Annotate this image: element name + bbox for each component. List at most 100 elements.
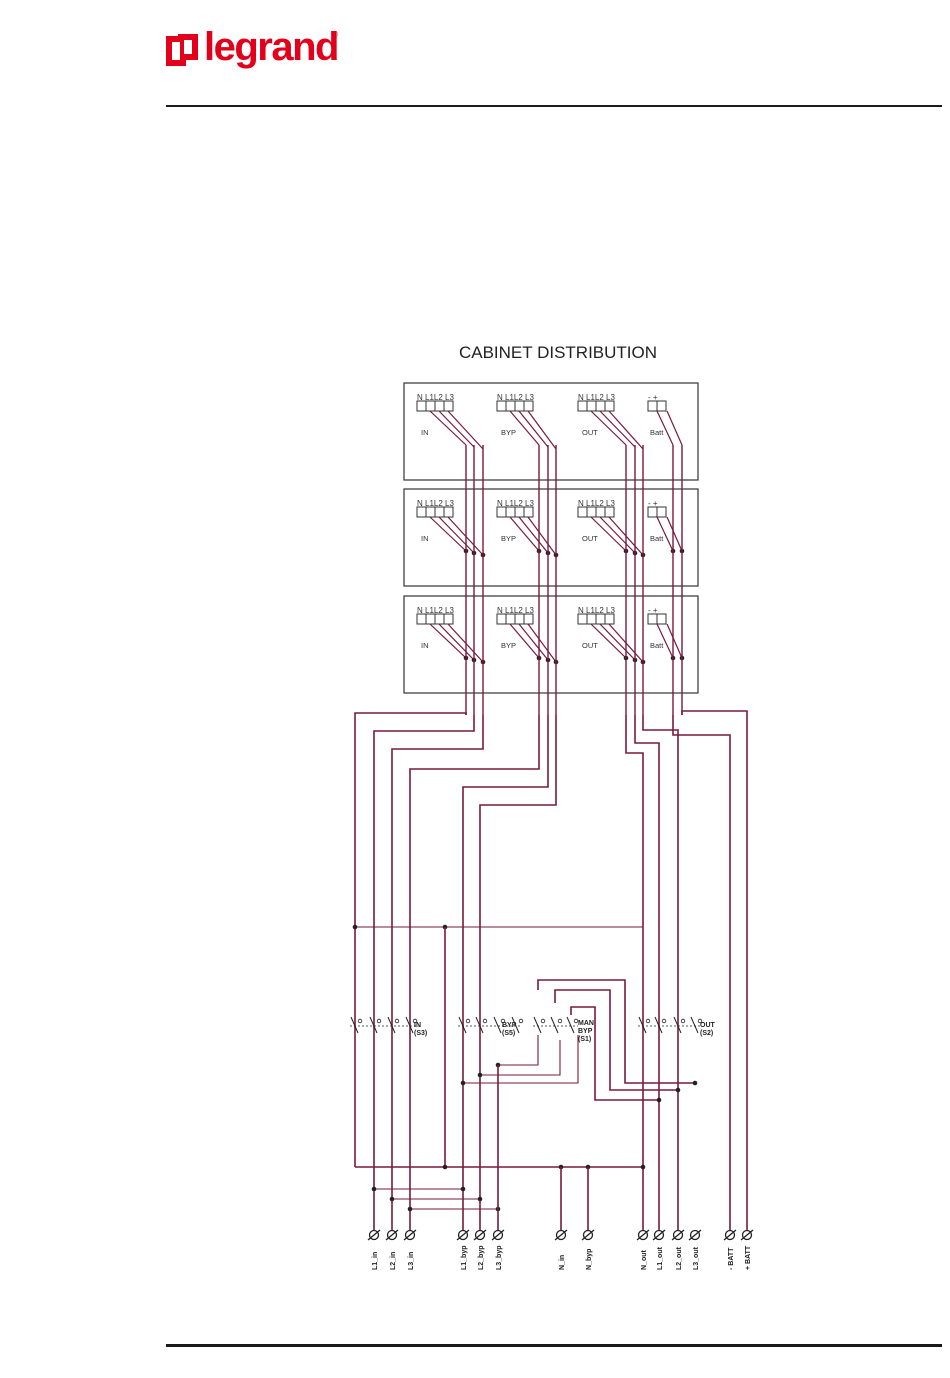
terminal-screw-slash	[688, 1229, 702, 1241]
terminal-slot	[425, 613, 436, 625]
route-wire	[625, 715, 644, 1235]
switch-pivot-icon	[661, 1018, 667, 1024]
terminal-block-labels: N L1L2 L3	[497, 499, 534, 508]
cabinet-feed-wire	[590, 516, 627, 552]
terminal-label: N_byp	[586, 1249, 593, 1270]
switch-pivot-icon	[645, 1018, 651, 1024]
cabinet-group-label: IN	[421, 641, 429, 650]
switch-label: (S2)	[700, 1030, 713, 1037]
junction-dot	[389, 1196, 395, 1202]
cabinet-feed-wire	[599, 623, 636, 661]
cabinet-feed-wire	[599, 410, 636, 448]
switch-contact-icon	[511, 1016, 520, 1034]
route-wire	[391, 715, 484, 1235]
switch-pivot-icon	[482, 1018, 488, 1024]
terminal-slot	[577, 613, 588, 625]
junction-dot	[460, 1186, 466, 1192]
switch-label: (S1)	[578, 1036, 591, 1043]
cabinet-feed-wire	[438, 516, 475, 554]
switch-pivot-icon	[680, 1018, 686, 1024]
route-wire	[409, 715, 540, 1235]
terminal-label: - BATT	[728, 1247, 735, 1270]
terminal-slot	[425, 506, 436, 518]
terminal-block-labels: - +	[648, 606, 658, 615]
junction-dot	[692, 1080, 698, 1086]
switch-contact-icon	[673, 1016, 682, 1034]
man-byp-wire	[537, 979, 695, 1084]
switch-label: OUT	[700, 1022, 716, 1029]
terminal-label: N_out	[641, 1250, 648, 1271]
bypass-link-wire	[498, 1035, 539, 1066]
terminal-slot	[505, 400, 516, 412]
switch-pivot-icon	[376, 1018, 382, 1024]
terminal-block-labels: - +	[648, 499, 658, 508]
terminal-slot	[523, 506, 534, 518]
switch-label: MAN	[578, 1020, 594, 1027]
terminal-slot	[434, 400, 445, 412]
cabinet-group-label: BYP	[501, 428, 516, 437]
switch-pivot-icon	[557, 1018, 563, 1024]
terminal-slot	[604, 400, 615, 412]
terminal-block-labels: - +	[648, 393, 658, 402]
switch-contact-icon	[654, 1016, 663, 1034]
terminal-screw-slash	[671, 1229, 685, 1241]
terminal-screw-slash	[740, 1229, 754, 1241]
junction-dot	[656, 1097, 662, 1103]
cabinet-feed-wire	[527, 623, 557, 663]
terminal-slot	[496, 613, 507, 625]
switch-pivot-icon	[697, 1018, 703, 1024]
cabinet-feed-wire	[518, 516, 549, 554]
cabinet-group-label: Batt	[650, 534, 664, 543]
route-wire	[642, 715, 679, 1235]
cabinet-feed-wire	[518, 623, 549, 661]
terminal-label: L3_out	[693, 1246, 700, 1270]
terminal-slot	[586, 400, 597, 412]
junction-dot	[442, 1164, 448, 1170]
cabinet-group-label: OUT	[582, 428, 598, 437]
route-wire	[634, 715, 660, 1235]
switch-label: (S5)	[502, 1030, 515, 1037]
terminal-slot	[656, 613, 667, 625]
terminal-slot	[586, 613, 597, 625]
terminal-slot	[434, 506, 445, 518]
route-wire	[672, 715, 731, 1235]
cabinet-feed-wire	[527, 516, 557, 556]
cabinet-box	[403, 595, 699, 694]
switch-pivot-icon	[518, 1018, 524, 1024]
cabinet-feed-wire	[599, 516, 636, 554]
terminal-label: L2_out	[676, 1246, 683, 1270]
page-header: legrand ®	[0, 0, 950, 110]
cabinet-feed-wire	[590, 623, 627, 659]
cabinet-feed-wire	[438, 410, 475, 448]
junction-dot	[675, 1087, 681, 1093]
terminal-slot	[514, 400, 525, 412]
terminal-screw-slash	[581, 1229, 595, 1241]
switch-pivot-icon	[500, 1018, 506, 1024]
terminal-slot	[416, 506, 427, 518]
terminal-block-labels: N L1L2 L3	[417, 499, 454, 508]
bypass-link-wire	[463, 1035, 579, 1084]
terminal-block-labels: N L1L2 L3	[417, 606, 454, 615]
cabinet-group-label: IN	[421, 534, 429, 543]
terminal-slot	[577, 506, 588, 518]
terminal-slot	[647, 400, 658, 412]
terminal-slot	[647, 613, 658, 625]
junction-dot	[477, 1072, 483, 1078]
terminal-slot	[656, 506, 667, 518]
switch-contact-icon	[405, 1016, 414, 1034]
terminal-screw-slash	[385, 1229, 399, 1241]
terminal-screw-slash	[473, 1229, 487, 1241]
switch-pivot-icon	[357, 1018, 363, 1024]
cabinet-feed-wire	[518, 410, 549, 448]
cabinet-feed-wire	[509, 410, 540, 446]
switch-contact-icon	[690, 1016, 699, 1034]
man-byp-wire	[554, 989, 678, 1091]
terminal-slot	[523, 613, 534, 625]
terminal-label: L2_byp	[478, 1245, 485, 1270]
junction-dot	[640, 1164, 646, 1170]
route-wire	[354, 712, 467, 1167]
terminal-slot	[496, 506, 507, 518]
switch-pivot-icon	[412, 1018, 418, 1024]
